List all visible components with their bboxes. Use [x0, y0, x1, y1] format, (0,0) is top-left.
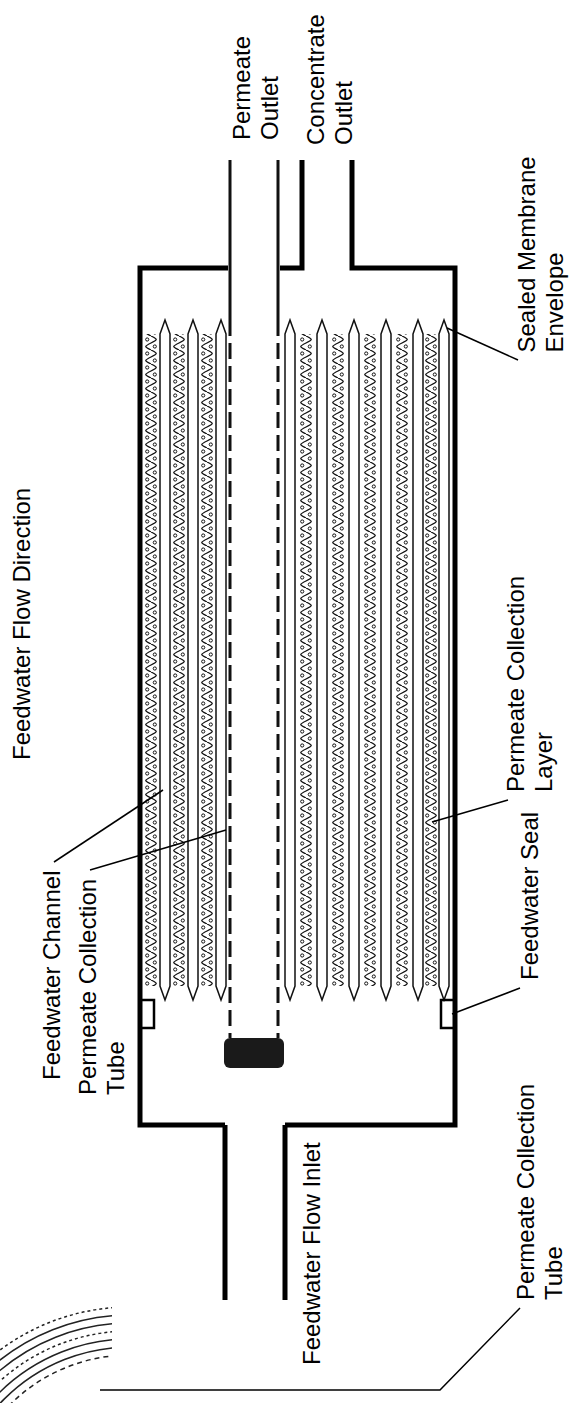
housing-wall: [140, 268, 228, 1125]
membrane-sheet: [160, 320, 170, 1000]
perforated-wall: [230, 320, 278, 1038]
callout-label: Feedwater Flow Inlet: [298, 1105, 326, 1365]
seal-symbol: [142, 1000, 154, 1028]
label-anchor: Permeate Collection Tube: [512, 1050, 568, 1300]
label-anchor: Feedwater Channel: [38, 840, 66, 1080]
label-anchor: Feedwater Flow Inlet: [298, 1105, 326, 1365]
membrane-sheet: [439, 320, 449, 1000]
membrane-sheets: [160, 320, 449, 1000]
callout-label: Feedwater Seal: [516, 780, 544, 980]
membrane-sheet: [413, 320, 423, 1000]
label-anchor: Concentrate Outlet: [302, 0, 358, 145]
leader-line: [90, 830, 226, 870]
spiral-ring: [0, 1323, 112, 1403]
label-anchor: Permeate Collection Tube: [74, 845, 130, 1095]
label-anchor: Permeate Collection Layer: [502, 542, 558, 792]
spiral-cross-section: [0, 1307, 112, 1403]
label-anchor: Feedwater Seal: [516, 780, 544, 980]
label-anchor: Permeate Outlet: [228, 20, 284, 140]
permeate-layer: [299, 334, 313, 986]
callout-label: Feedwater Channel: [38, 840, 66, 1080]
seal-symbol: [441, 1000, 453, 1028]
permeate-tube: [230, 160, 278, 1038]
spiral-ring: [0, 1347, 112, 1403]
spiral-ring: [0, 1315, 112, 1403]
callout-label: Permeate Collection Tube: [74, 845, 130, 1095]
spiral-ring: [0, 1355, 112, 1403]
permeate-layer: [363, 334, 377, 986]
callout-label: Feedwater Flow Direction: [8, 440, 36, 760]
membrane-sheet: [317, 320, 327, 1000]
membrane-sheet: [216, 320, 226, 1000]
leader-line: [432, 800, 508, 822]
concentrate-pipe: [280, 160, 302, 268]
permeate-layer: [200, 334, 214, 986]
tube-end-cap: [224, 1038, 284, 1068]
membrane-sheet: [349, 320, 359, 1000]
callout-label: Permeate Collection Tube: [512, 1050, 568, 1300]
spiral-ring: [0, 1307, 112, 1403]
label-anchor: Feedwater Flow Direction: [8, 440, 36, 760]
callout-label: Sealed Membrane Envelope: [512, 127, 568, 352]
callout-label: Concentrate Outlet: [302, 0, 358, 145]
membrane-sheet: [381, 320, 391, 1000]
tube-wall: [230, 160, 278, 320]
permeate-layer: [331, 334, 345, 986]
spiral-ring: [0, 1331, 112, 1403]
membrane-sheet: [188, 320, 198, 1000]
leader-line: [452, 988, 520, 1014]
feedwater-seals: [142, 1000, 453, 1028]
callout-label: Permeate Collection Layer: [502, 542, 558, 792]
permeate-layer: [424, 334, 438, 986]
leader-line: [54, 790, 163, 862]
leader-lines: [54, 328, 520, 1390]
leader-line: [447, 328, 518, 360]
permeate-layer: [172, 334, 186, 986]
membrane-sheet: [285, 320, 295, 1000]
housing-wall: [285, 160, 455, 1125]
inlet-pipe: [225, 1125, 285, 1300]
permeate-layer: [395, 334, 409, 986]
callout-label: Permeate Outlet: [228, 20, 284, 140]
label-anchor: Sealed Membrane Envelope: [512, 127, 568, 352]
permeate-layer: [144, 334, 158, 986]
pressure-housing: [140, 160, 455, 1300]
